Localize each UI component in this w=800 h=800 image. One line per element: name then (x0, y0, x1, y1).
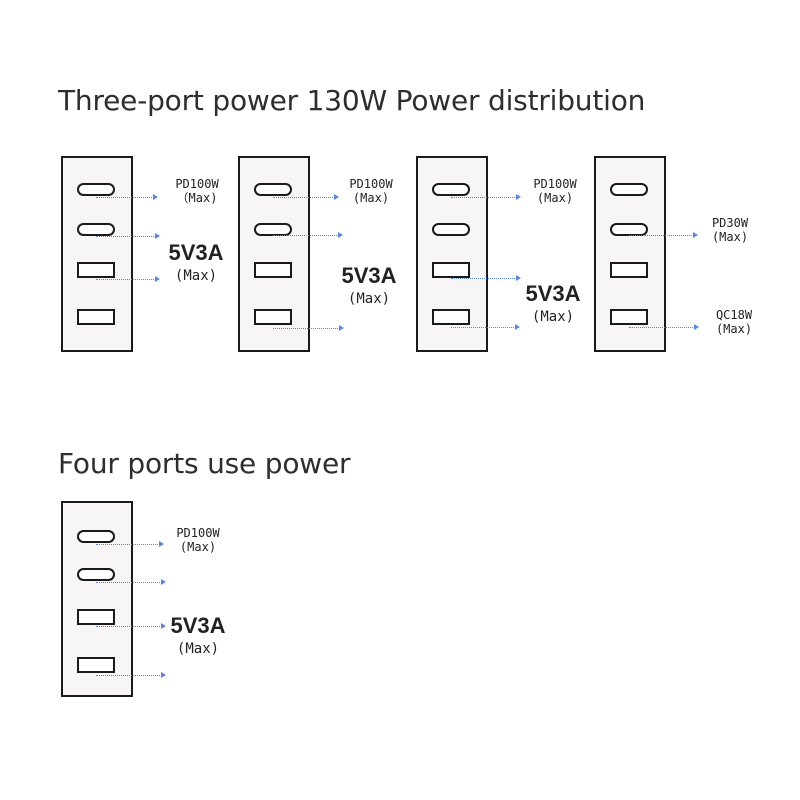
max-note: (Max) (176, 641, 220, 658)
usb-a-port-icon (77, 262, 115, 278)
max-note: (Max) (531, 309, 575, 326)
usb-a-port-icon (77, 309, 115, 325)
max-note: (Max) (711, 229, 749, 244)
power-value: PD100W (176, 526, 220, 540)
max-note: (Max) (536, 190, 574, 205)
arrow-icon (96, 233, 160, 239)
arrow-icon (451, 194, 521, 200)
charger-three-port-config-4 (594, 156, 666, 352)
arrow-icon (96, 276, 160, 282)
max-note: (Max) (347, 291, 391, 308)
d1-5v3a-label: 5V3A (Max) (168, 240, 223, 284)
max-note: (Max) (174, 268, 218, 285)
power-value: 5V3A (168, 240, 224, 265)
d5-pd100w-label: PD100W (Max) (176, 526, 220, 555)
usb-a-port-icon (432, 262, 470, 278)
four-port-heading: Four ports use power (58, 447, 351, 480)
max-note: (Max) (715, 321, 753, 336)
usb-a-port-icon (432, 309, 470, 325)
arrow-icon (273, 232, 343, 238)
usb-c-port-icon (432, 223, 470, 236)
power-value: PD100W (533, 177, 577, 191)
arrow-icon (96, 623, 166, 629)
usb-c-port-icon (610, 183, 648, 196)
power-value: PD100W (349, 177, 393, 191)
charger-three-port-config-1 (61, 156, 133, 352)
usb-a-port-icon (77, 609, 115, 625)
arrow-icon (96, 194, 158, 200)
arrow-icon (96, 672, 166, 678)
arrow-icon (273, 194, 339, 200)
max-note: (Max) (179, 539, 217, 554)
three-port-heading: Three-port power 130W Power distribution (58, 84, 646, 117)
d5-5v3a-label: 5V3A (Max) (170, 613, 225, 657)
power-value: QC18W (715, 308, 753, 322)
arrow-icon (273, 325, 344, 331)
max-note: （Max) (176, 190, 218, 205)
arrow-icon (451, 275, 521, 281)
power-value: PD30W (711, 216, 749, 230)
d3-pd100w-label: PD100W (Max) (533, 177, 577, 206)
arrow-icon (629, 232, 698, 238)
power-value: 5V3A (525, 281, 581, 306)
d1-pd100w-label: PD100W （Max) (175, 177, 219, 206)
power-value: 5V3A (170, 613, 226, 638)
arrow-icon (629, 324, 699, 330)
charger-four-port-config (61, 501, 133, 697)
power-value: PD100W (175, 177, 219, 191)
usb-a-port-icon (254, 309, 292, 325)
usb-c-port-icon (254, 183, 292, 196)
charger-three-port-config-2 (238, 156, 310, 352)
arrow-icon (96, 541, 164, 547)
d2-pd100w-label: PD100W (Max) (349, 177, 393, 206)
d4-qc18w-label: QC18W (Max) (715, 308, 753, 337)
arrow-icon (96, 579, 166, 585)
usb-a-port-icon (610, 262, 648, 278)
d2-5v3a-label: 5V3A (Max) (341, 263, 396, 307)
usb-c-port-icon (77, 183, 115, 196)
usb-a-port-icon (610, 309, 648, 325)
arrow-icon (451, 324, 520, 330)
d3-5v3a-label: 5V3A (Max) (525, 281, 580, 325)
usb-c-port-icon (77, 568, 115, 581)
usb-c-port-icon (77, 223, 115, 236)
usb-a-port-icon (254, 262, 292, 278)
usb-c-port-icon (432, 183, 470, 196)
d4-pd30w-label: PD30W (Max) (711, 216, 749, 245)
charger-three-port-config-3 (416, 156, 488, 352)
usb-a-port-icon (77, 657, 115, 673)
power-value: 5V3A (341, 263, 397, 288)
usb-c-port-icon (77, 530, 115, 543)
max-note: (Max) (352, 190, 390, 205)
